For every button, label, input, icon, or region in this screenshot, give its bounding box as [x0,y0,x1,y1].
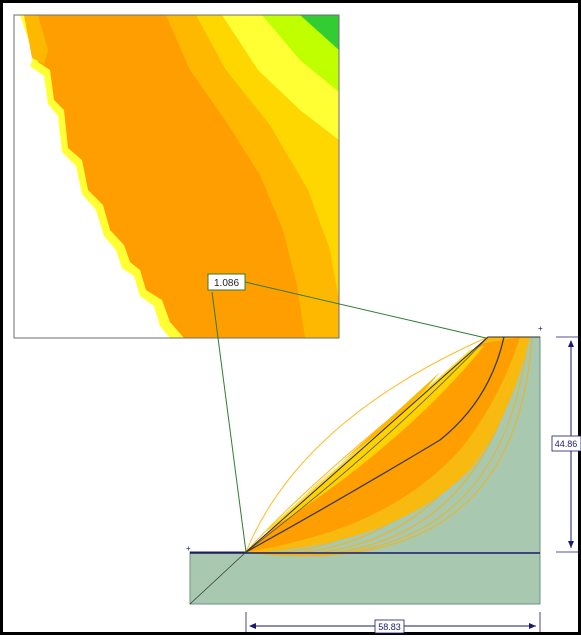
height-dimension-label: 44.86 [555,439,578,449]
fs-label-box: 1.086 [207,273,246,291]
failure-zone-inner-yellow [262,346,484,534]
width-dimension-label: 58.83 [378,622,401,632]
critical-slip-surface-alt [245,336,489,553]
height-dimension: 44.86 [551,336,581,553]
inset-border [13,14,340,339]
slope-model: + + [186,324,543,605]
zoom-inset [13,14,340,339]
contour-edge-orange [24,15,48,64]
inset-outside-region [14,15,170,338]
slip-extension-line [189,551,247,605]
critical-slip-surface [245,336,505,553]
leader-line-toe [211,291,247,553]
failure-zone-inner-orange [300,372,440,500]
fs-label: 1.086 [214,278,239,289]
vertex-marker-right: + [538,324,543,333]
zoom-leader-lines [211,281,487,553]
leader-line-crest [244,281,487,339]
width-dimension: 58.83 [245,612,541,634]
vertex-marker-left: + [186,544,191,553]
slope-face [245,336,489,553]
